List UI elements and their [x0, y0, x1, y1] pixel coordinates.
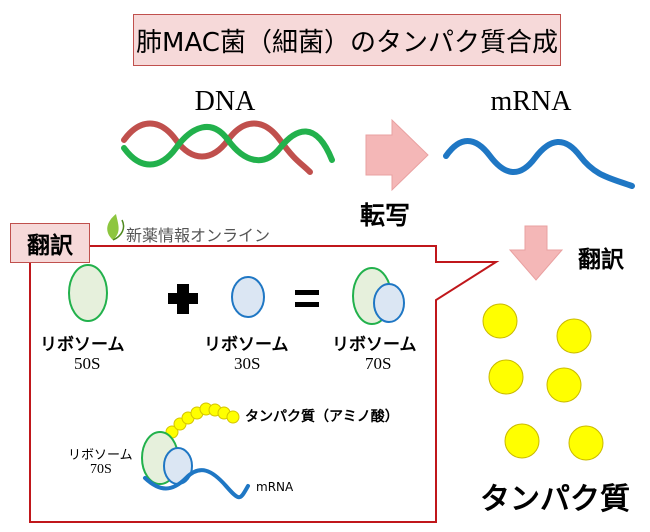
translating-ribosome-size: 70S: [90, 462, 112, 477]
ribosome-30s-name: リボソーム: [204, 335, 289, 355]
watermark-leaf-icon: [107, 214, 125, 241]
ribosome-50s-size: 50S: [74, 354, 101, 373]
protein-circles: [482, 303, 604, 461]
ribosome-70s-small-shape: [373, 283, 405, 323]
ribosome-70s-size: 70S: [365, 354, 392, 373]
amino-acid-chain: [165, 402, 240, 439]
ribosome-50s-shape: [68, 264, 108, 322]
protein-circle: [568, 425, 604, 461]
translation-arrow: [508, 225, 564, 281]
ribosome-30s-shape: [231, 276, 265, 318]
protein-circle: [504, 423, 540, 459]
translating-mrna: [143, 468, 250, 500]
protein-circle: [546, 367, 582, 403]
translation-label: 翻訳: [578, 247, 624, 273]
ribosome-70s-name: リボソーム: [332, 335, 417, 355]
mrna-small-label: mRNA: [256, 480, 294, 494]
dna-label: DNA: [194, 86, 256, 117]
equals-icon: [295, 290, 319, 307]
protein-label: タンパク質: [480, 482, 630, 517]
amino-acid-label: タンパク質（アミノ酸）: [245, 409, 399, 425]
protein-circle: [556, 318, 592, 354]
translation-tag: 翻訳: [10, 223, 90, 263]
transcription-label: 転写: [360, 201, 411, 230]
watermark-text: 新薬情報オンライン: [126, 226, 271, 245]
protein-circle: [482, 303, 518, 339]
dna-strand-green: [121, 124, 335, 168]
protein-circle: [488, 359, 524, 395]
mrna-wave: [443, 138, 635, 189]
mrna-label: mRNA: [490, 86, 572, 117]
translating-ribosome-name: リボソーム: [68, 448, 133, 463]
transcription-arrow: [365, 118, 429, 192]
ribosome-30s-size: 30S: [234, 354, 261, 373]
ribosome-50s-name: リボソーム: [40, 335, 125, 355]
plus-icon: [168, 284, 198, 314]
diagram-title: 肺MAC菌（細菌）のタンパク質合成: [133, 14, 561, 66]
